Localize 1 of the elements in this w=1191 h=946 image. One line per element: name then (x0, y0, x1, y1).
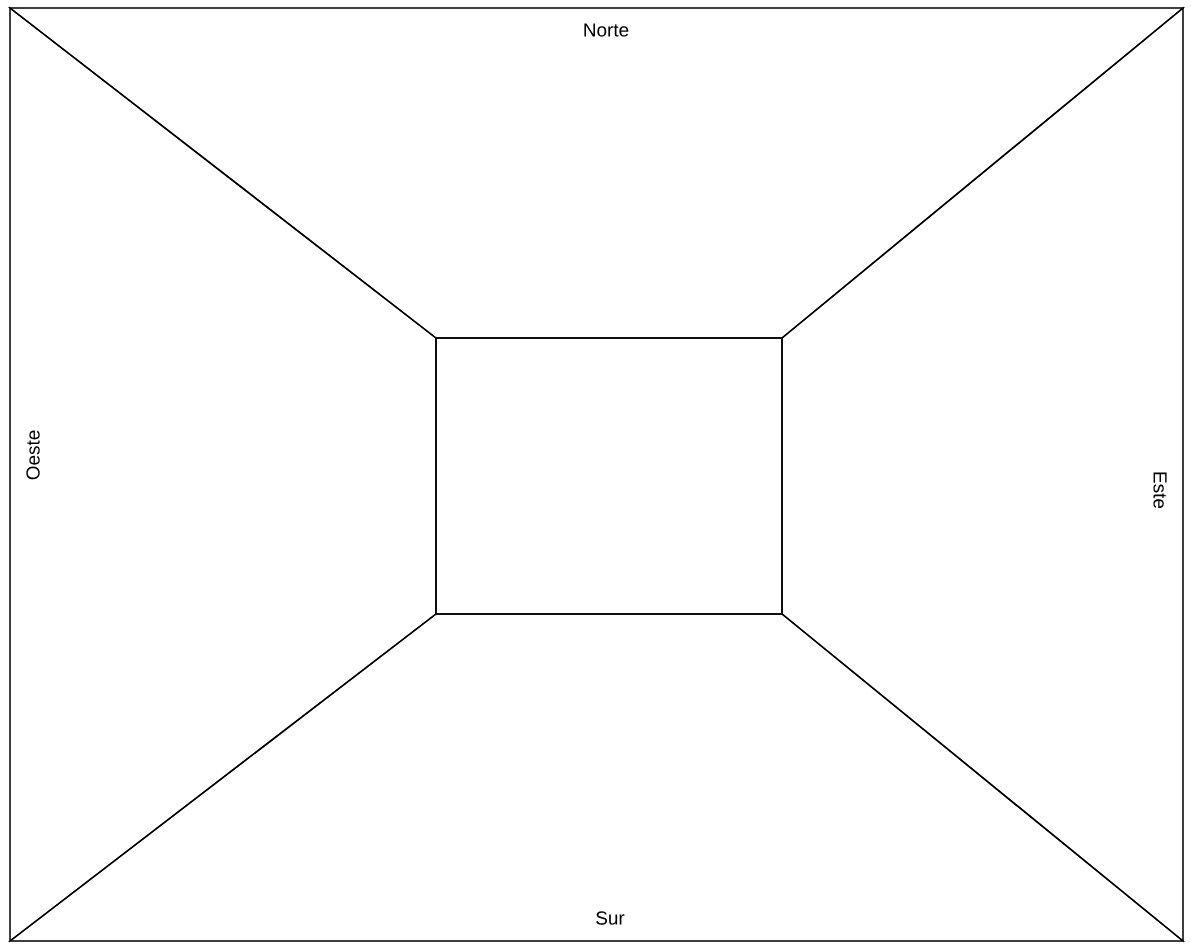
center-box (435, 337, 783, 615)
